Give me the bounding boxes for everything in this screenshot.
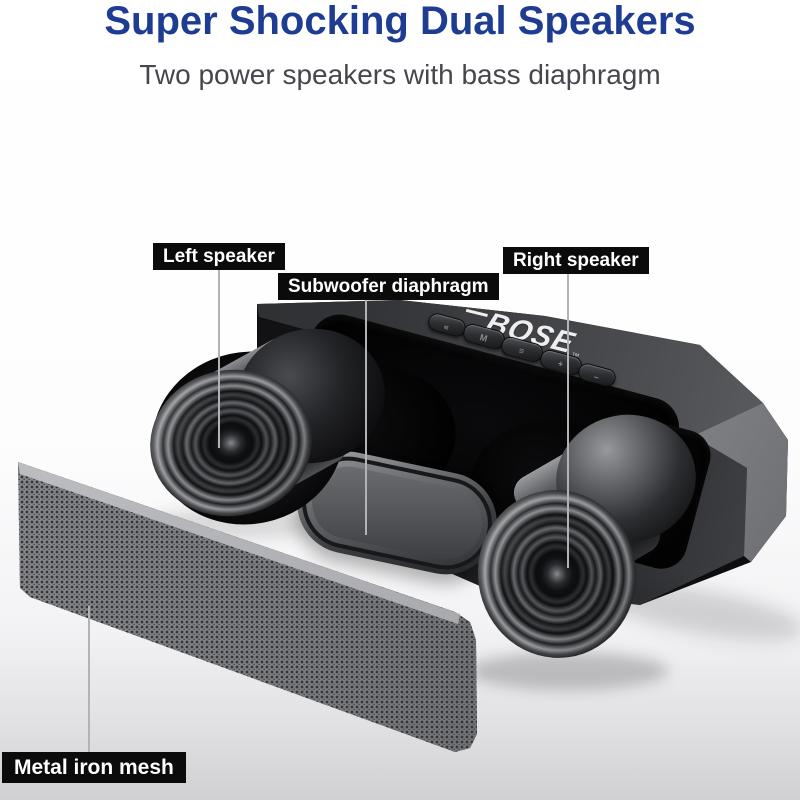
page-title: Super Shocking Dual Speakers xyxy=(104,0,696,43)
label-left-speaker: Left speaker xyxy=(153,243,285,270)
call-icon: M xyxy=(478,332,489,344)
leader-line-right-speaker xyxy=(567,272,569,568)
leader-line-left-speaker xyxy=(218,270,220,448)
page-subtitle: Two power speakers with bass diaphragm xyxy=(139,59,661,90)
logo-underline-icon xyxy=(465,308,488,318)
prev-track-icon: « xyxy=(442,321,451,333)
label-metal-iron-mesh: Metal iron mesh xyxy=(2,752,186,783)
label-subwoofer-diaphragm: Subwoofer diaphragm xyxy=(278,273,499,300)
right-driver-shadow xyxy=(468,652,668,690)
leader-line-mesh xyxy=(88,606,90,752)
volume-up-icon: + xyxy=(556,358,565,370)
label-right-speaker: Right speaker xyxy=(503,247,649,274)
leader-line-subwoofer xyxy=(365,300,367,535)
menu-icon: ≡ xyxy=(517,345,526,357)
volume-down-icon: – xyxy=(592,371,601,383)
